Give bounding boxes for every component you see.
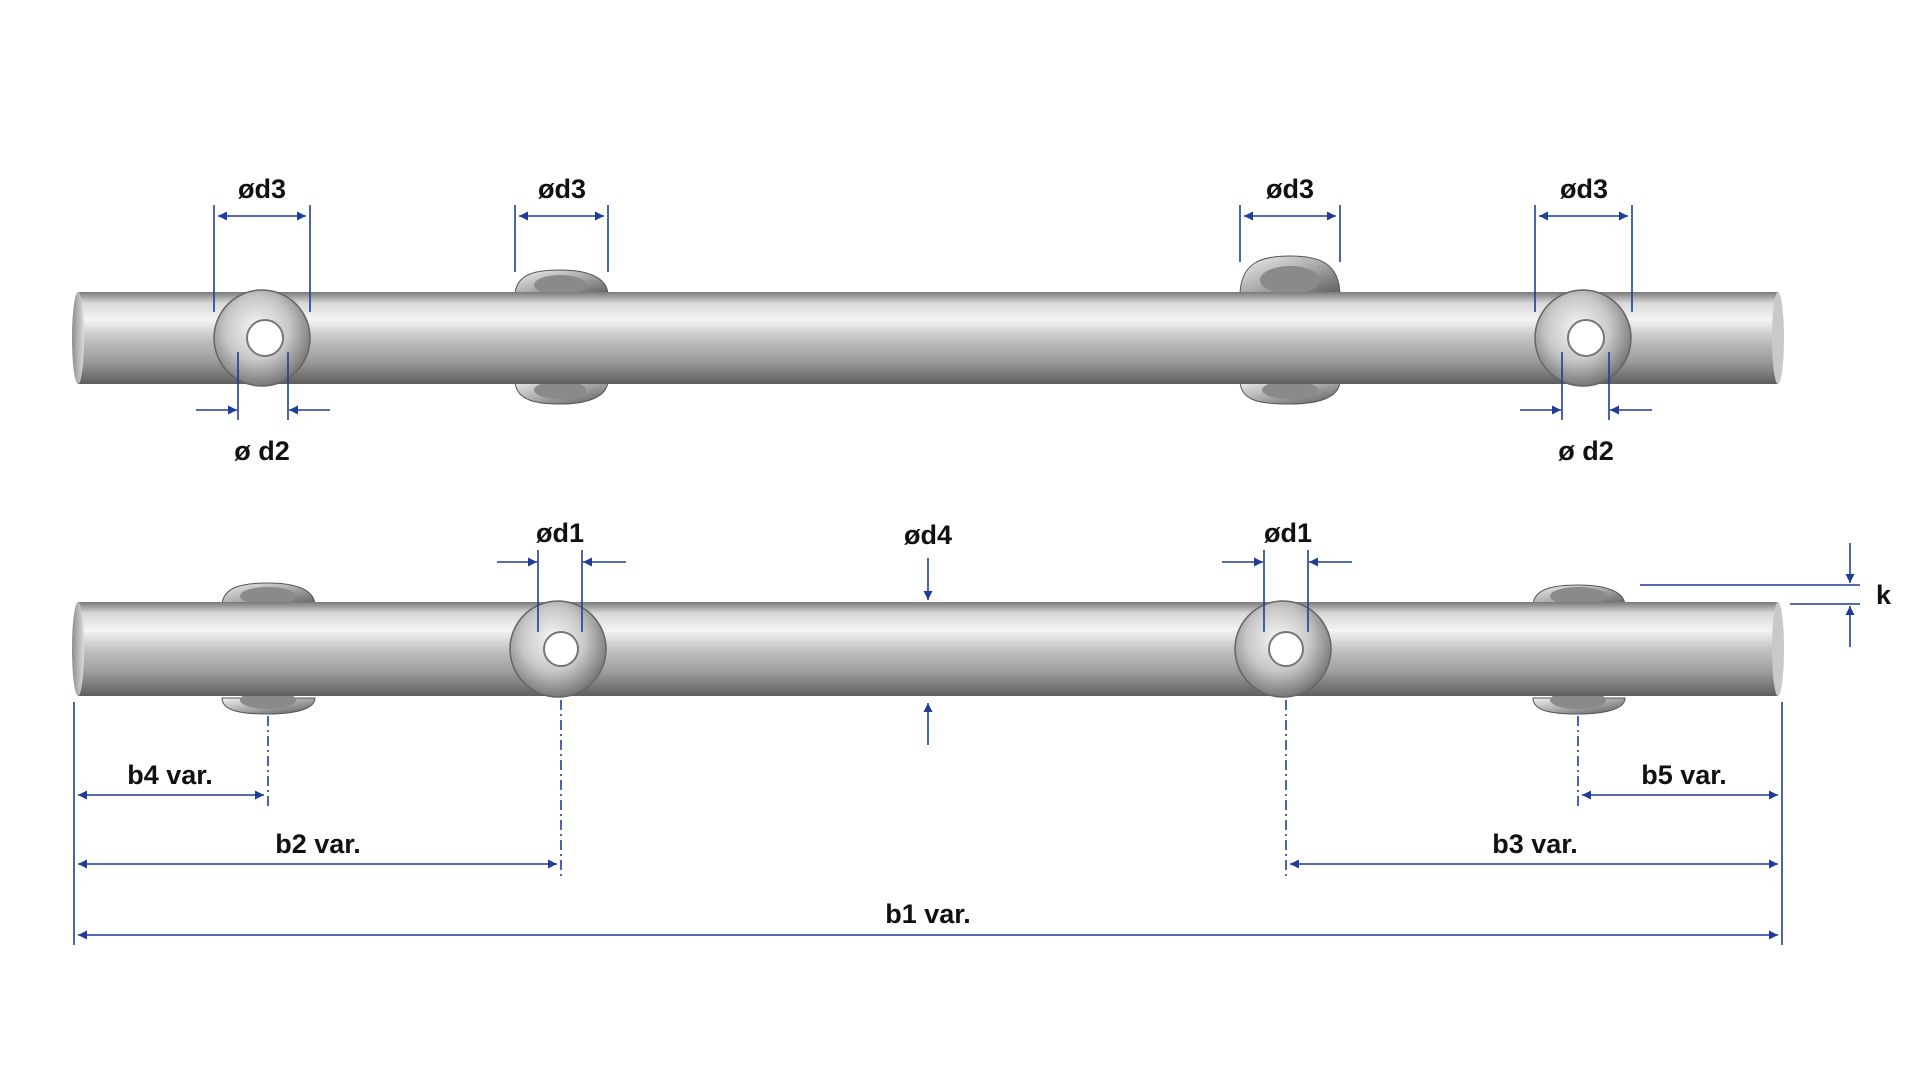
top-lug-2-upper	[514, 269, 609, 297]
label-d3-1: ød3	[238, 174, 286, 204]
label-d4: ød4	[904, 520, 952, 550]
bottom-lug-left-upper	[221, 582, 316, 607]
top-tube-assembly	[72, 255, 1784, 405]
top-tube-right-cap	[1772, 292, 1784, 384]
bottom-tube-right-cap	[1772, 602, 1784, 696]
bottom-tube-assembly	[72, 582, 1784, 715]
top-lug-3-upper	[1239, 255, 1341, 297]
bottom-disc-right	[1234, 600, 1332, 698]
top-disc-left	[213, 289, 311, 387]
bottom-tube-body	[78, 602, 1778, 696]
top-disc-right	[1534, 289, 1632, 387]
label-d1-left: ød1	[536, 518, 584, 548]
top-lug-2-lower	[514, 379, 609, 405]
label-k: k	[1876, 580, 1892, 610]
label-d2-right: ø d2	[1558, 436, 1614, 466]
bottom-disc-left	[509, 600, 607, 698]
label-b2: b2 var.	[275, 829, 361, 859]
top-lug-3-lower	[1239, 379, 1341, 405]
top-tube-body	[78, 292, 1778, 384]
dimension-labels: ød3 ød3 ød3 ød3 ø d2 ø d2 ød1 ød1 ød4 k …	[127, 174, 1892, 929]
dimension-lines	[73, 205, 1860, 945]
bottom-lug-right-upper	[1532, 584, 1626, 607]
label-d1-right: ød1	[1264, 518, 1312, 548]
label-d3-3: ød3	[1266, 174, 1314, 204]
label-d3-4: ød3	[1560, 174, 1608, 204]
label-b5: b5 var.	[1641, 760, 1727, 790]
top-tube-left-cap	[72, 292, 84, 384]
label-d3-2: ød3	[538, 174, 586, 204]
label-b1: b1 var.	[885, 899, 971, 929]
label-d2-left: ø d2	[234, 436, 290, 466]
label-b4: b4 var.	[127, 760, 213, 790]
bottom-tube-left-cap	[72, 602, 84, 696]
label-b3: b3 var.	[1492, 829, 1578, 859]
